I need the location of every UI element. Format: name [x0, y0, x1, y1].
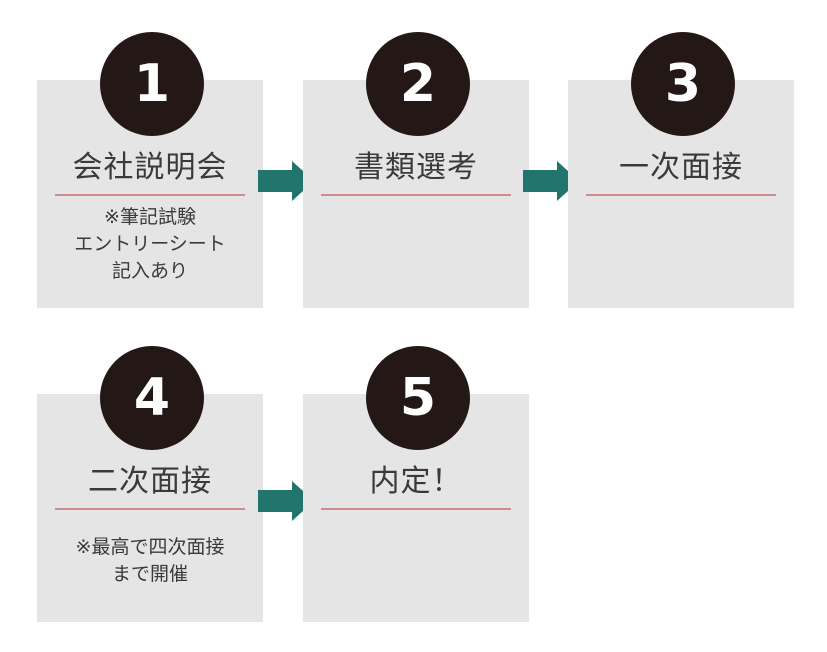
step-4-underline [55, 508, 245, 510]
step-2-number-badge: 2 [366, 32, 470, 136]
right-arrow-icon [258, 161, 314, 201]
step-1-underline [55, 194, 245, 196]
step-4-number-badge: 4 [100, 346, 204, 450]
step-5-underline [321, 508, 511, 510]
step-3-number-badge: 3 [631, 32, 735, 136]
step-1-note-line-3: 記入あり [111, 260, 188, 282]
step-1-note-line-2: エントリーシート [74, 233, 226, 255]
right-arrow-icon [523, 161, 579, 201]
step-4-note: ※最高で四次面接 まで開催 [37, 534, 263, 588]
step-1-note-line-1: ※筆記試験 [104, 206, 196, 228]
step-1-title: 会社説明会 [72, 150, 228, 185]
step-4-note-line-2: まで開催 [111, 563, 188, 585]
step-5-title: 内定！ [369, 464, 463, 499]
step-3-title: 一次面接 [619, 150, 743, 185]
step-1-number-badge: 1 [100, 32, 204, 136]
step-3-box: 一次面接 [568, 80, 794, 308]
step-4-note-line-1: ※最高で四次面接 [75, 536, 225, 558]
step-1-note: ※筆記試験 エントリーシート 記入あり [37, 204, 263, 285]
step-2-box: 書類選考 [303, 80, 529, 308]
step-5-number-badge: 5 [366, 346, 470, 450]
step-3-underline [586, 194, 776, 196]
step-2-underline [321, 194, 511, 196]
step-4-title: 二次面接 [88, 464, 212, 499]
right-arrow-icon [258, 481, 314, 521]
step-2-title: 書類選考 [354, 150, 478, 185]
